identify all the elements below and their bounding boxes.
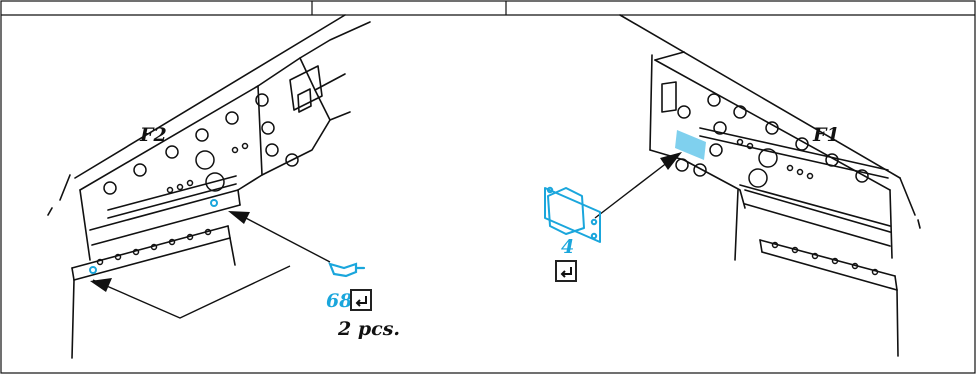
left-leader-lines [92,214,331,319]
label-f1: F1 [813,124,840,146]
left-rivet-targets [89,199,218,274]
return-arrow-icon [350,289,372,311]
left-rail-assembly [47,14,371,359]
right-holes [675,93,879,276]
bracket-part-icon [544,186,601,243]
part-number-4: 4 [561,236,575,258]
part-number-68: 68 [326,290,353,312]
right-rail-assembly [619,14,921,357]
right-leader-line [594,152,682,219]
quantity-label: 2 pcs. [338,318,401,340]
rivet-icon [328,262,366,278]
return-arrow-icon [555,260,577,282]
left-arrowheads [90,211,250,292]
label-f2: F2 [140,124,167,146]
left-holes [96,93,299,266]
mount-highlight [675,130,706,160]
